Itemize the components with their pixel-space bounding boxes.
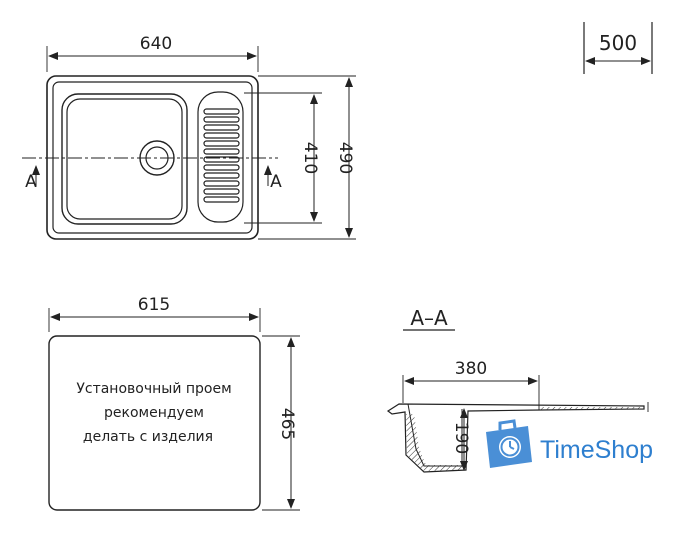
section-a-a-view	[386, 329, 649, 473]
suitcase-clock-icon	[486, 419, 532, 468]
section-hatch-bowl	[406, 414, 462, 471]
label-500: 500	[599, 31, 637, 55]
cutout-note-line-2: рекомендуем	[104, 405, 204, 421]
label-490: 490	[335, 142, 355, 174]
cutout-note-line-1: Установочный проем	[76, 381, 231, 397]
label-640: 640	[140, 34, 172, 54]
label-410: 410	[300, 142, 320, 174]
cutout-note-line-3: делать с изделия	[83, 429, 213, 445]
dim-640	[46, 46, 259, 72]
section-hatch-drainer	[540, 407, 643, 410]
dim-500	[583, 22, 653, 74]
label-465: 465	[277, 408, 297, 440]
label-615: 615	[138, 295, 170, 315]
drainer-ribs	[203, 108, 240, 203]
label-380: 380	[455, 359, 487, 379]
logo-text: TimeShop	[540, 436, 653, 464]
cutout-view	[48, 308, 300, 511]
timeshop-logo: TimeShop	[486, 419, 653, 468]
section-marker-left: А	[25, 172, 37, 192]
dim-410-490	[244, 75, 356, 240]
sink-top-view	[22, 75, 278, 240]
section-marker-right: А	[270, 172, 282, 192]
section-title: А–А	[410, 306, 448, 330]
label-190: 190	[451, 422, 471, 454]
